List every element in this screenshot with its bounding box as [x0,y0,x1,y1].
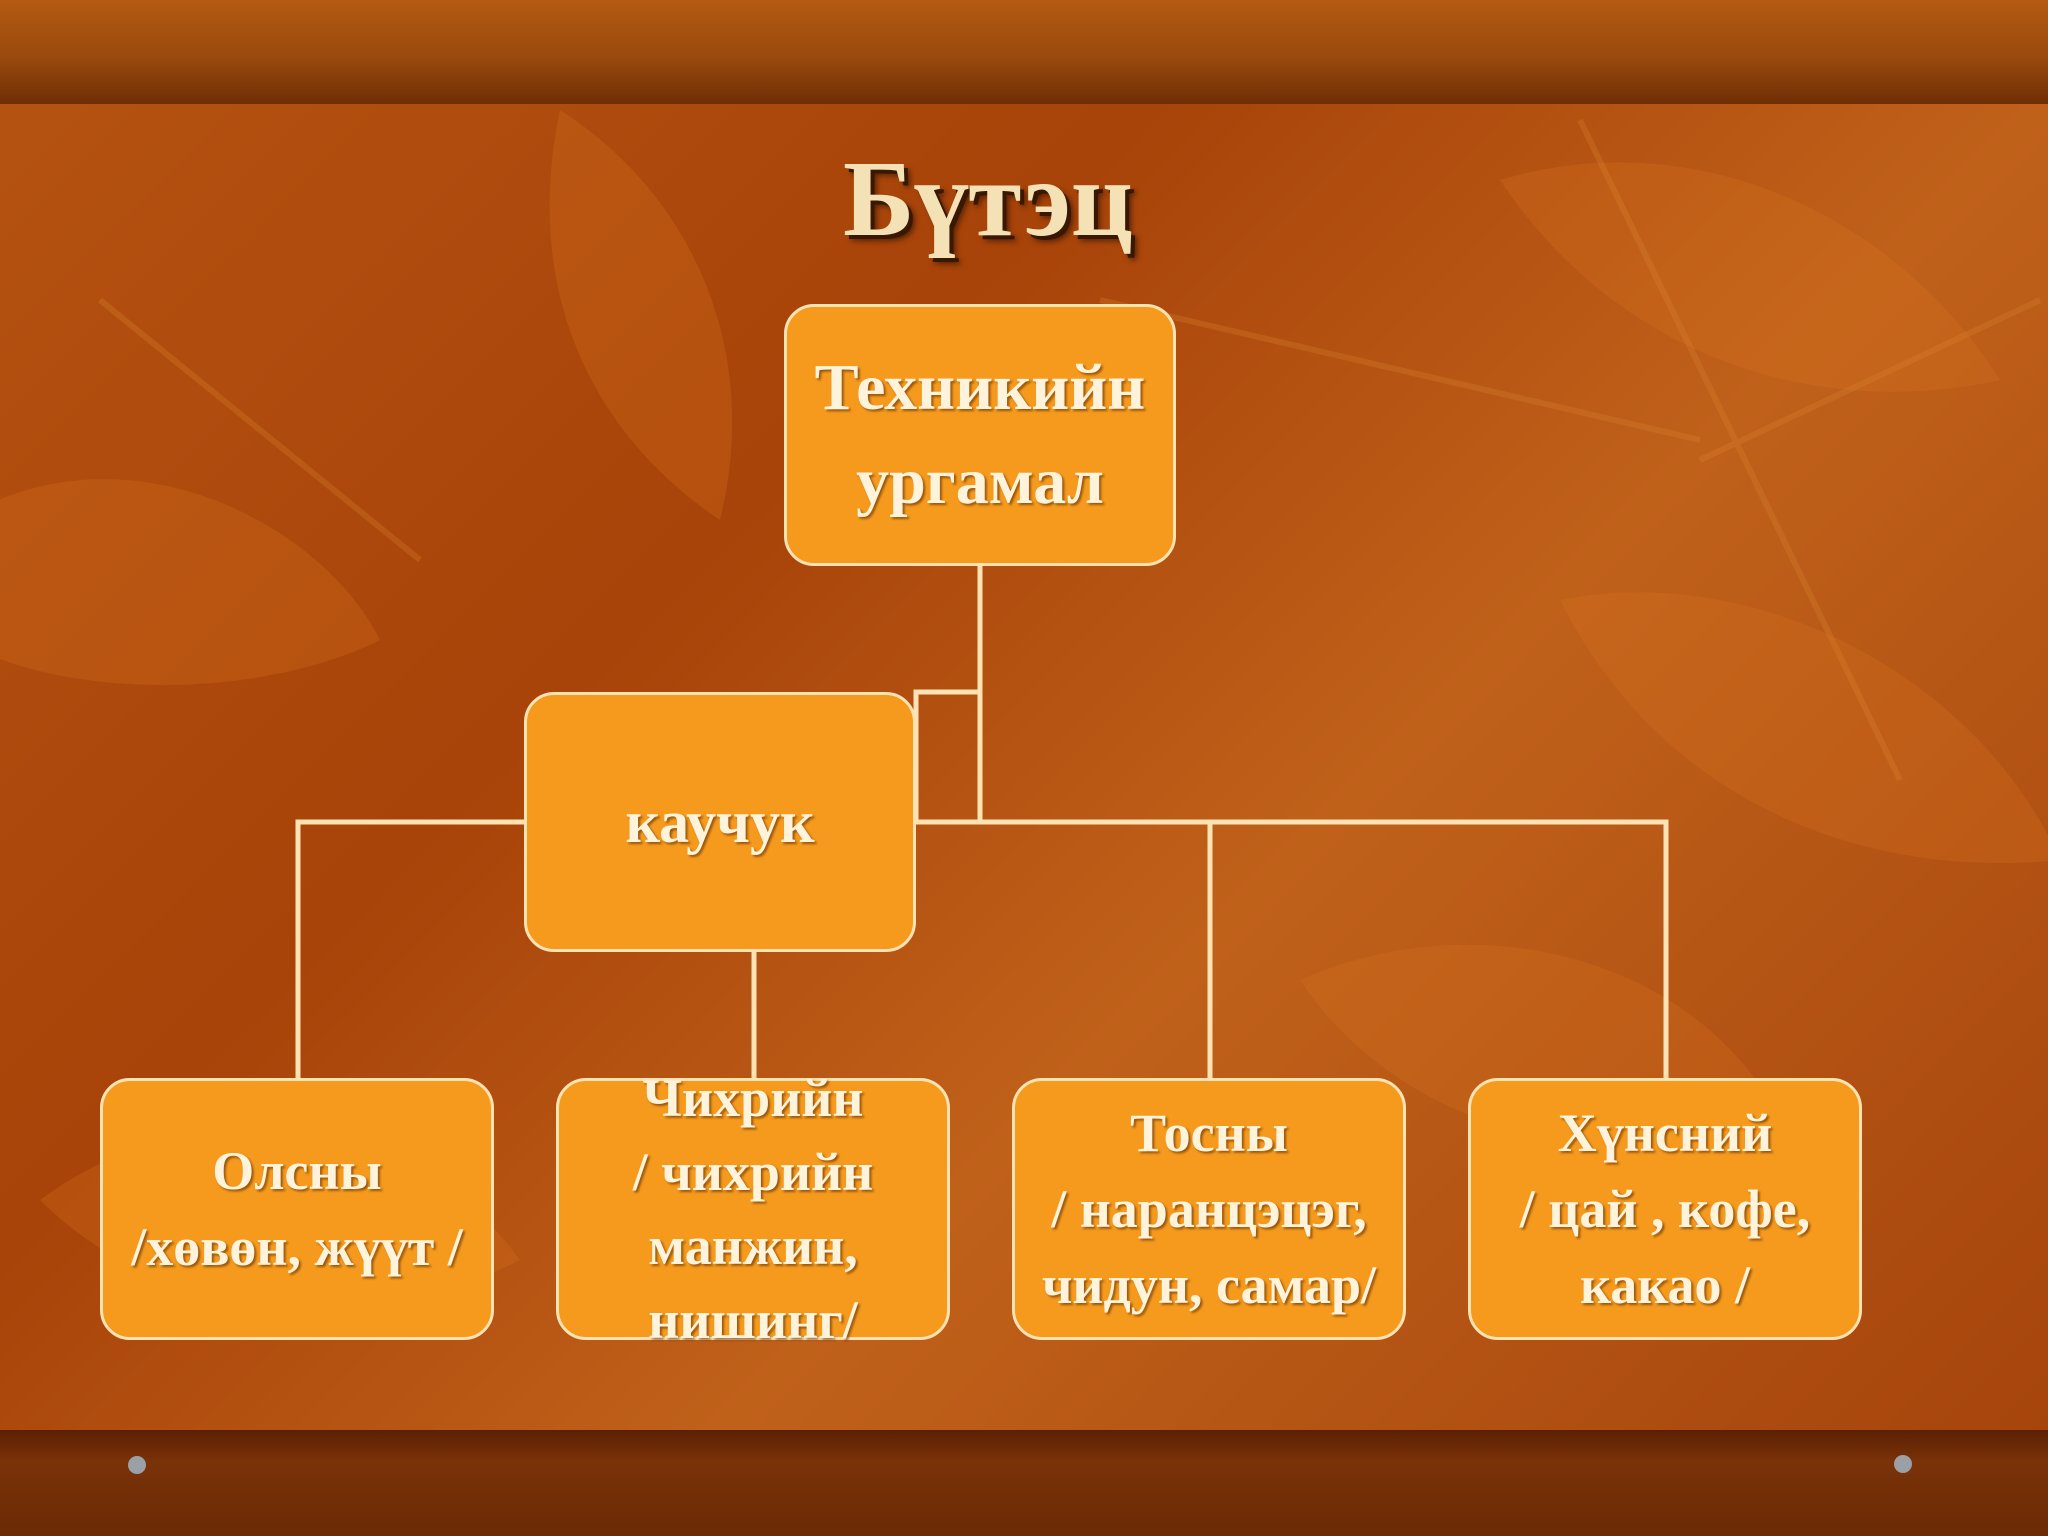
slide-dot-right [1894,1455,1912,1473]
node-food-plants-label: Хүнсний / цай , кофе, какао / [1519,1103,1811,1315]
node-rubber: каучук [524,692,916,952]
node-technical-plants-label: Техникийн ургамал [814,351,1146,518]
connector-to-oil-seed [295,819,527,1081]
top-band [0,0,2048,104]
node-food-plants: Хүнсний / цай , кофе, какао / [1468,1078,1862,1340]
node-oil-plants-label: Тосны / наранцэцэг, чидун, самар/ [1041,1103,1377,1315]
node-sugar-plants-label: Чихрийн / чихрийн манжин, нишинг/ [632,1068,874,1350]
node-oil-plants: Тосны / наранцэцэг, чидун, самар/ [1012,1078,1406,1340]
bottom-band [0,1430,2048,1536]
node-sugar-plants: Чихрийн / чихрийн манжин, нишинг/ [556,1068,950,1350]
slide-dot-left [128,1456,146,1474]
connector-root-to-rubber [913,689,983,825]
node-fiber-plants-label: Олсны /хөвөн, жүүт / [131,1141,463,1277]
node-rubber-label: каучук [625,788,815,855]
slide-title: Бүтэц [842,140,1134,259]
node-technical-plants: Техникийн ургамал [784,304,1176,566]
node-fiber-plants: Олсны /хөвөн, жүүт / [100,1078,494,1340]
